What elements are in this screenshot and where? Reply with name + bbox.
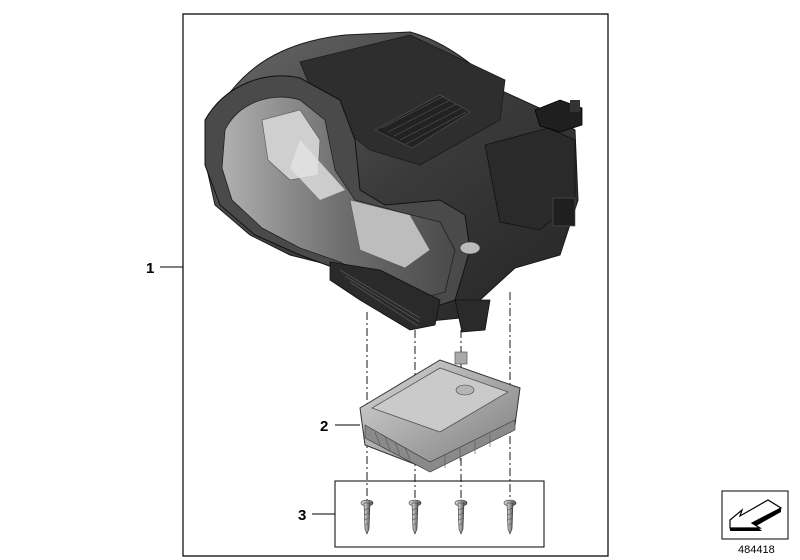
screw	[408, 499, 422, 535]
headlight-assembly	[204, 31, 583, 333]
control-unit	[359, 351, 521, 473]
direction-arrow-icon	[721, 490, 789, 540]
callout-3-label: 3	[298, 507, 306, 524]
screw	[503, 499, 517, 535]
screw	[454, 499, 468, 535]
screw-set	[360, 499, 517, 535]
figure-number: 484418	[738, 544, 775, 556]
screw	[360, 499, 374, 535]
assembly-bracket	[182, 13, 609, 557]
callout-2-label: 2	[320, 418, 328, 435]
callout-1-label: 1	[146, 260, 154, 277]
